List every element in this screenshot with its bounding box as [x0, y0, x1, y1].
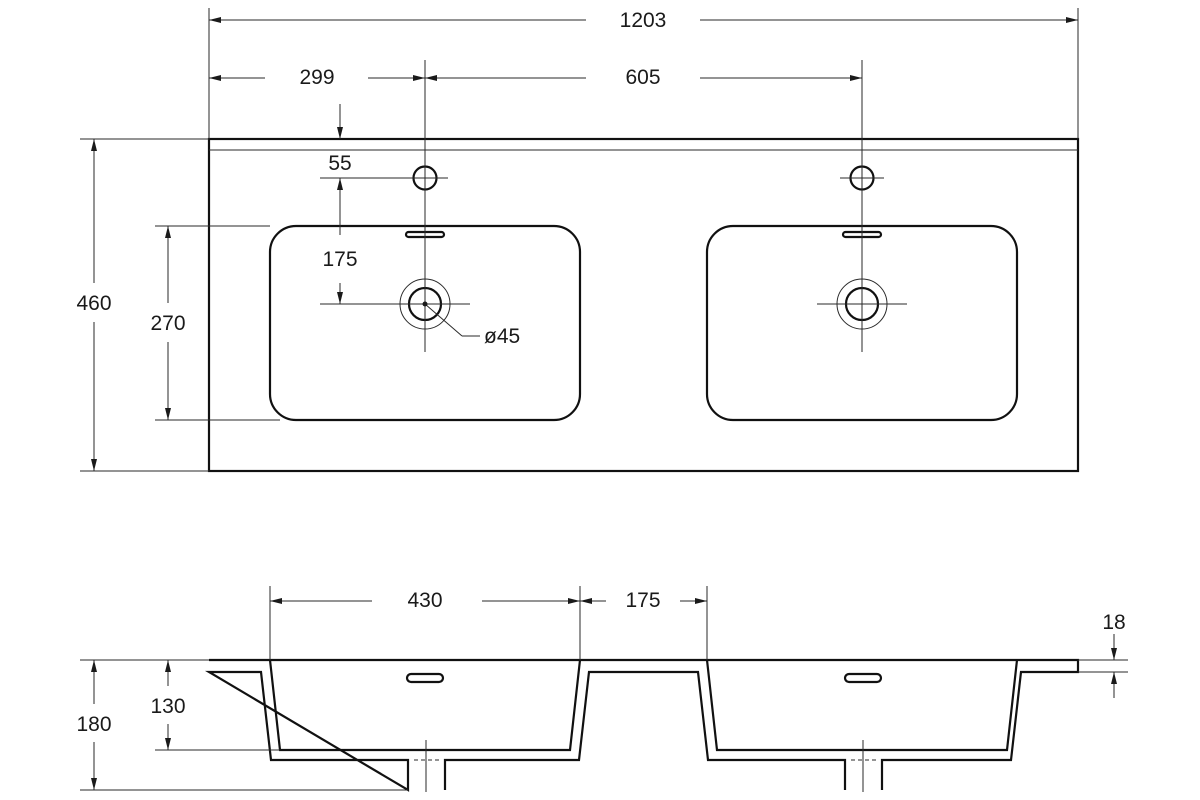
- right-section-overflow: [843, 672, 883, 684]
- dim-basin-gap: 175: [580, 586, 708, 660]
- top-view: [207, 60, 1080, 473]
- dim-basin-width: 430: [269, 586, 581, 660]
- dim-tap-offset-label: 299: [299, 66, 334, 89]
- dim-overall-width: 1203: [208, 8, 1079, 139]
- dim-bowl-depth-label: 130: [150, 695, 185, 718]
- section-outline: [204, 658, 1080, 792]
- right-bowl-inner: [705, 659, 1019, 752]
- dim-drain-diameter-label: ø45: [484, 325, 520, 348]
- dim-height: 460: [76, 138, 209, 472]
- dim-drain-diameter: ø45: [422, 301, 520, 348]
- dim-basin-depth-label: 270: [150, 312, 185, 335]
- dim-deck-thickness: 18: [1078, 611, 1128, 698]
- dim-tap-spacing-label: 605: [625, 66, 660, 89]
- dim-basin-gap-label: 175: [625, 589, 660, 612]
- dim-tap-from-edge-label: 55: [328, 152, 351, 175]
- dim-deck-thickness-label: 18: [1102, 611, 1125, 634]
- section-view: [204, 658, 1080, 792]
- dim-tap-to-drain: 175: [322, 178, 358, 304]
- dim-total-depth: 180: [76, 659, 408, 791]
- dim-tap-to-drain-label: 175: [322, 248, 357, 271]
- dim-basin-depth: 270: [150, 225, 280, 421]
- countertop-outline: [207, 137, 1080, 473]
- dim-total-depth-label: 180: [76, 713, 111, 736]
- dim-bowl-depth: 130: [150, 659, 280, 751]
- dim-tap-from-edge: 55: [328, 104, 352, 175]
- dim-tap-spacing: 605: [425, 66, 862, 89]
- left-section-overflow: [405, 672, 445, 684]
- dim-basin-width-label: 430: [407, 589, 442, 612]
- dim-tap-offset: 299: [209, 66, 425, 89]
- left-bowl-inner: [268, 659, 582, 752]
- dim-overall-width-label: 1203: [620, 9, 667, 32]
- dim-height-label: 460: [76, 292, 111, 315]
